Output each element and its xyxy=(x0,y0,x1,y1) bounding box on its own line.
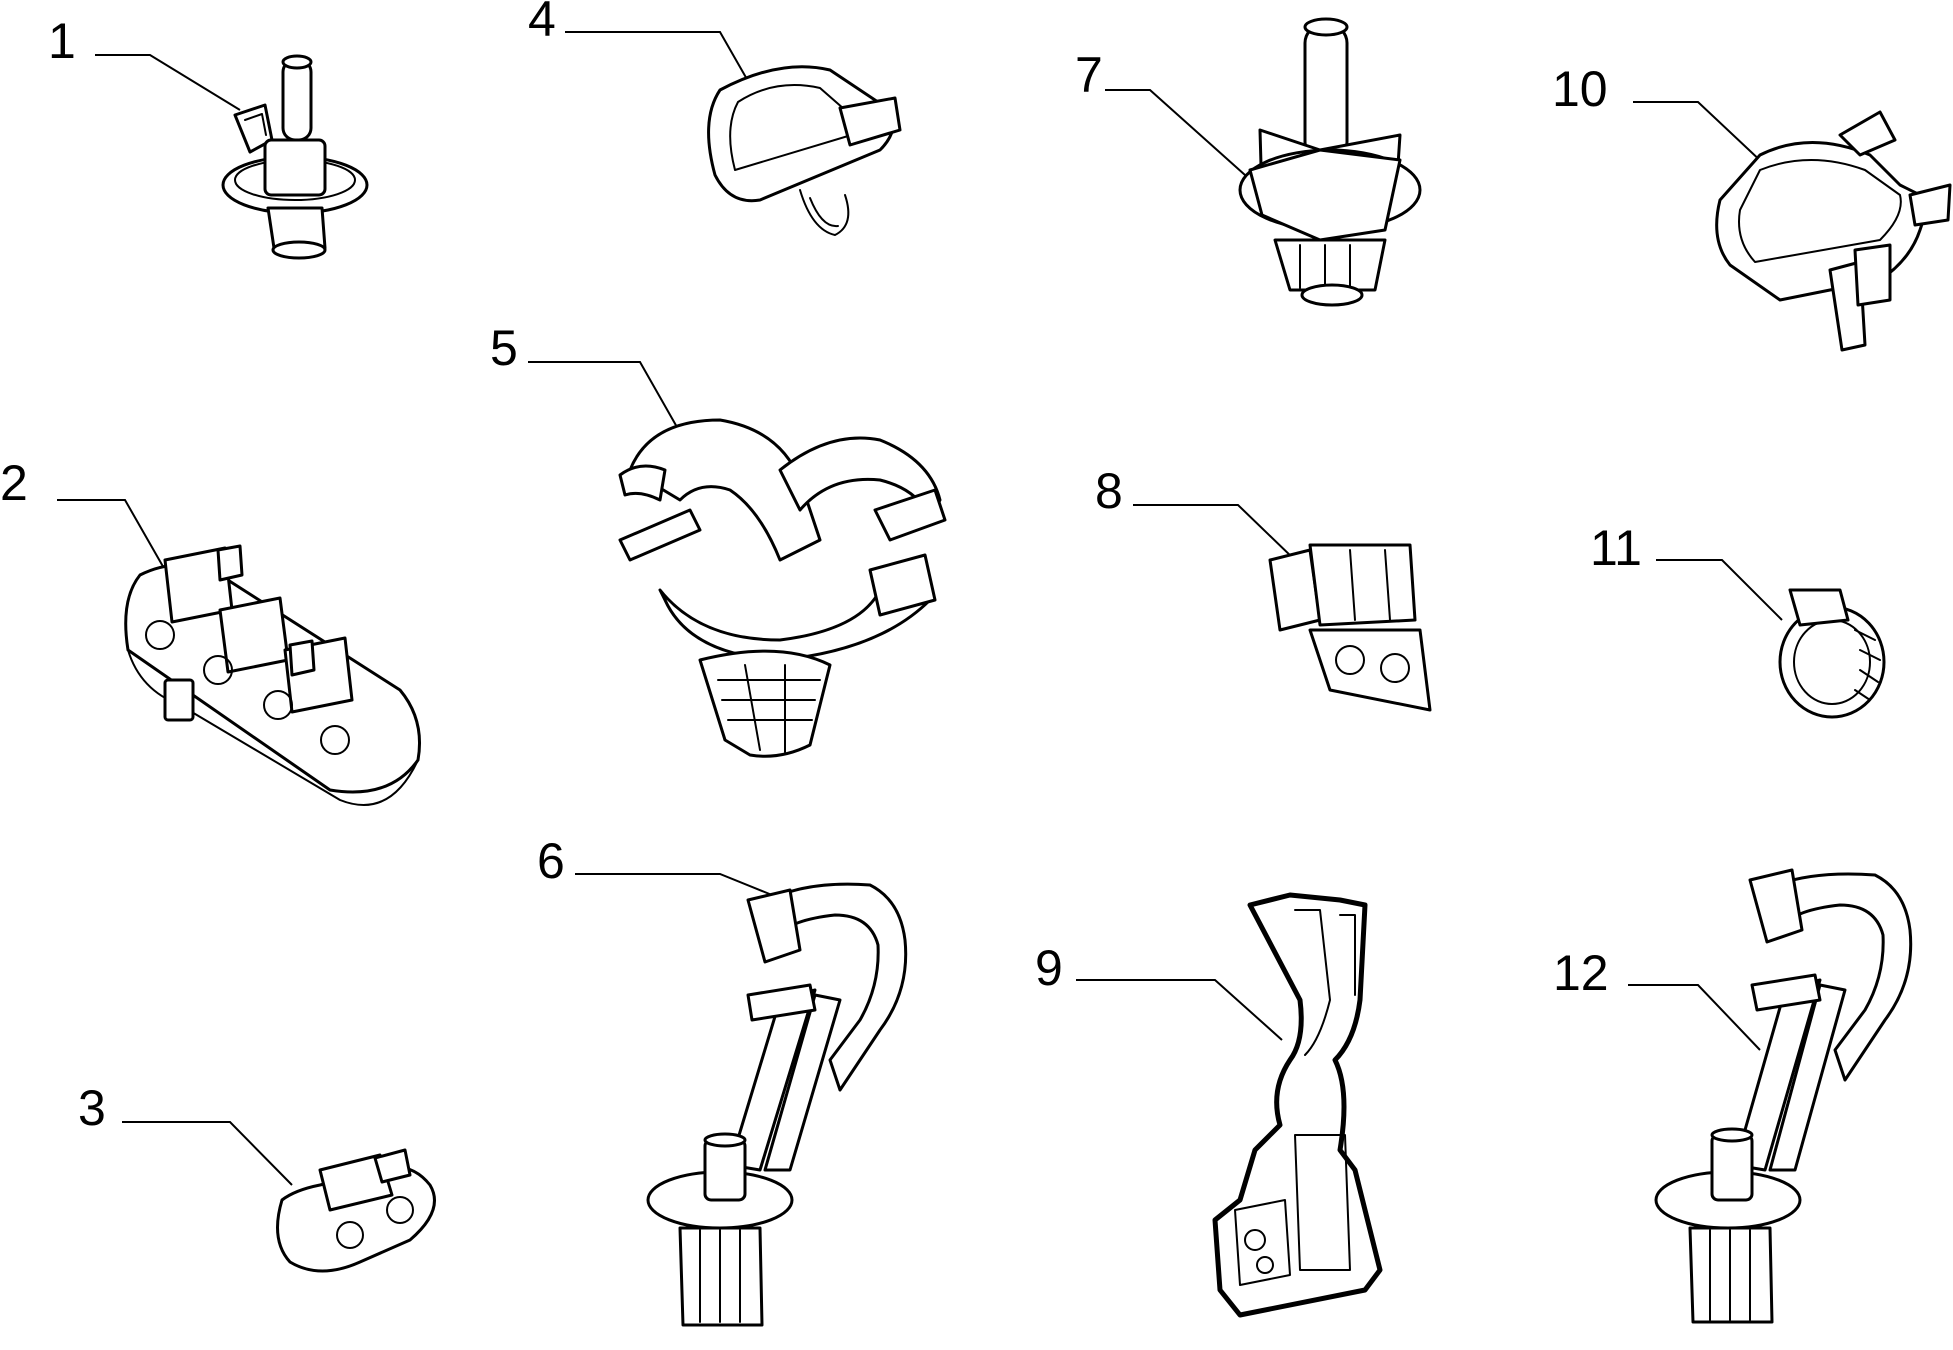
callout-5-leader xyxy=(528,361,691,451)
callout-2-leader xyxy=(57,499,166,571)
part-10-channel-clip: 10 xyxy=(1552,61,1952,352)
part-4-spring-clip: 4 xyxy=(528,0,902,236)
part-1-pin-clip: 1 xyxy=(48,13,369,260)
callout-11-leader xyxy=(1656,559,1783,621)
callout-10-leader xyxy=(1633,101,1766,166)
callout-6-leader xyxy=(575,873,773,896)
callout-1-leader xyxy=(95,54,241,111)
callout-12-leader xyxy=(1628,984,1761,1051)
callout-8-leader xyxy=(1133,504,1296,561)
callout-8-label: 8 xyxy=(1095,463,1123,519)
part-6-arm-clip: 6 xyxy=(537,833,908,1327)
callout-1-label: 1 xyxy=(48,13,76,69)
callout-4-label: 4 xyxy=(528,0,556,47)
callout-4-leader xyxy=(565,31,753,89)
callout-6-label: 6 xyxy=(537,833,565,889)
callout-7-label: 7 xyxy=(1075,47,1103,103)
callout-11-label: 11 xyxy=(1590,520,1642,576)
part-7-pin-bracket: 7 xyxy=(1075,17,1422,307)
callout-3-leader xyxy=(122,1121,293,1186)
part-2-multi-clip: 2 xyxy=(0,455,422,806)
part-11-hose-clamp: 11 xyxy=(1590,520,1886,719)
callout-7-leader xyxy=(1105,89,1246,176)
part-12-arm-clip: 12 xyxy=(1553,868,1913,1324)
callout-12-label: 12 xyxy=(1553,945,1609,1001)
part-3-double-clip: 3 xyxy=(78,1080,436,1273)
part-5-double-ring-clip: 5 xyxy=(490,320,947,758)
part-8-bracket-clip: 8 xyxy=(1095,463,1432,712)
callout-9-label: 9 xyxy=(1035,940,1063,996)
callout-3-label: 3 xyxy=(78,1080,106,1136)
part-9-strap-clip: 9 xyxy=(1035,892,1383,1318)
callout-5-label: 5 xyxy=(490,320,518,376)
callout-2-label: 2 xyxy=(0,455,28,511)
callout-9-leader xyxy=(1076,979,1283,1041)
callout-10-label: 10 xyxy=(1552,61,1608,117)
